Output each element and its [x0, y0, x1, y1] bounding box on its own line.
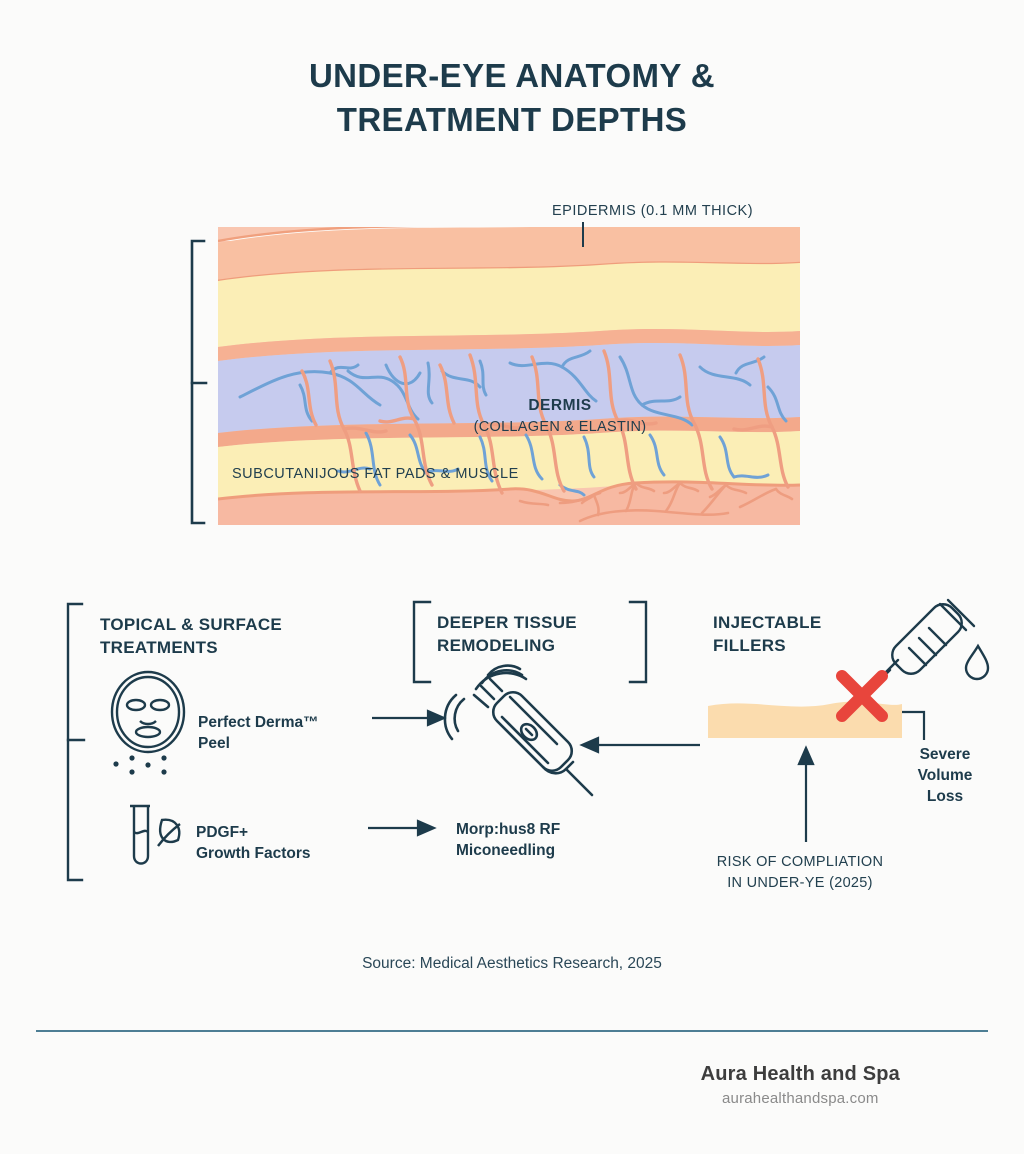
column-heading-topical: TOPICAL & SURFACE TREATMENTS	[100, 614, 350, 659]
treatment-label-pdgf: PDGF+ Growth Factors	[196, 823, 376, 865]
mask-dots	[113, 755, 167, 775]
column-heading-fillers-line-1: INJECTABLE	[713, 613, 822, 632]
treatment-flow-section: TOPICAL & SURFACE TREATMENTS DEEPER TISS…	[0, 580, 1024, 920]
treatment-label-peel-line-1: Perfect Derma™	[198, 714, 319, 731]
treatment-label-perfect-derma-peel: Perfect Derma™ Peel	[198, 713, 373, 755]
severe-volume-loss-label: Severe Volume Loss	[890, 745, 1000, 808]
subcutaneous-label: SUBCUTANIJOUS FAT PADS & MUSCLE	[232, 466, 519, 482]
red-x-icon	[836, 670, 888, 722]
injectable-filler-illustration	[708, 598, 990, 738]
flow-brackets-and-arrows	[66, 600, 926, 882]
face-mask-icon	[110, 670, 186, 775]
risk-note-line-1: RISK OF COMPLIATION	[716, 854, 884, 870]
arrow-pdgf-to-morpheus	[368, 819, 437, 837]
dermis-label: DERMIS (COLLAGEN & ELASTIN)	[440, 395, 680, 438]
subcutaneous-vessels	[518, 481, 794, 523]
column-heading-deeper-line-2: REMODELING	[437, 635, 556, 655]
severe-loss-line-1: Severe	[919, 746, 971, 763]
column-heading-topical-line-1: TOPICAL & SURFACE	[100, 615, 283, 634]
arrow-risk-to-tissue	[797, 745, 815, 842]
test-tube-leaf-icon	[130, 804, 181, 865]
arrow-fillers-to-device	[579, 736, 700, 754]
artery-network	[300, 349, 790, 495]
brand-name: Aura Health and Spa	[700, 1063, 900, 1085]
page-title-line-1: UNDER-EYE ANATOMY &	[308, 57, 716, 94]
column-heading-fillers-line-2: FILLERS	[713, 635, 786, 655]
treatment-label-pdgf-line-1: PDGF+	[196, 824, 249, 841]
footer-divider	[36, 1030, 988, 1032]
depth-bracket-icon	[190, 239, 208, 525]
footer-branding: Aura Health and Spa aurahealthandspa.com	[701, 1063, 900, 1107]
treatment-label-pdgf-line-2: Growth Factors	[196, 844, 311, 862]
treatment-label-peel-line-2: Peel	[198, 734, 230, 752]
deeper-tissue-bracket	[412, 600, 648, 684]
page-title: UNDER-EYE ANATOMY & TREATMENT DEPTHS	[0, 54, 1024, 141]
column-heading-topical-line-2: TREATMENTS	[100, 637, 218, 657]
column-heading-deeper-line-1: DEEPER TISSUE	[437, 613, 577, 632]
skin-cross-section-diagram: EPIDERMIS (0.1 MM THICK) DERMIS (COLLAGE…	[180, 185, 860, 545]
brand-url: aurahealthandspa.com	[721, 1090, 879, 1107]
vein-network	[238, 349, 788, 497]
treatment-label-morpheus: Morp:hus8 RF Miconeedling	[456, 820, 636, 862]
rf-microneedling-device-icon	[443, 664, 594, 797]
column-heading-deeper: DEEPER TISSUE REMODELING	[437, 612, 637, 657]
severe-loss-line-3: Loss	[926, 787, 964, 805]
topical-group-bracket	[66, 602, 86, 882]
treatment-label-morpheus-line-2: Miconeedling	[456, 841, 556, 859]
dermis-label-title: DERMIS	[528, 397, 592, 414]
treatment-label-morpheus-line-1: Morp:hus8 RF	[456, 821, 561, 838]
risk-note-line-2: IN UNDER-YE (2025)	[727, 875, 873, 892]
arrow-peel-to-device	[372, 709, 447, 727]
source-citation: Source: Medical Aesthetics Research, 202…	[362, 955, 662, 972]
epidermis-label: EPIDERMIS (0.1 MM THICK)	[552, 203, 754, 219]
skin-layers-illustration	[190, 227, 800, 525]
page-title-line-2: TREATMENT DEPTHS	[336, 100, 688, 138]
severe-loss-line-2: Volume	[917, 766, 973, 784]
risk-of-complication-note: RISK OF COMPLIATION IN UNDER-YE (2025)	[690, 852, 910, 894]
column-heading-fillers: INJECTABLE FILLERS	[713, 612, 903, 657]
dermis-label-subtitle: (COLLAGEN & ELASTIN)	[473, 419, 647, 436]
droplet-icon	[964, 643, 990, 681]
epidermis-leader-line	[582, 222, 584, 247]
